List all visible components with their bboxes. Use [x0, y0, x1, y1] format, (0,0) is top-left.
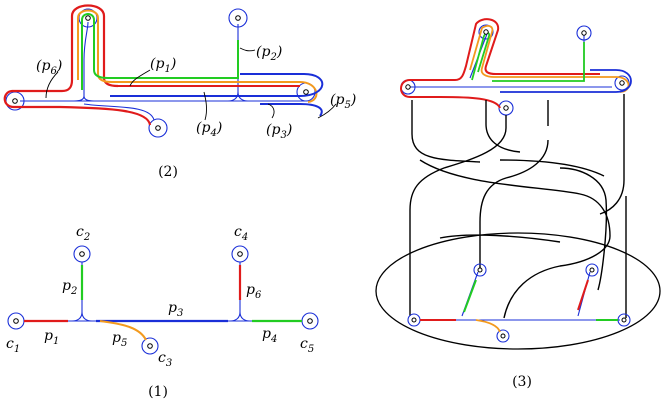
panel-3-top-blue — [500, 69, 632, 93]
panel-1-label-p3: p3 — [168, 300, 183, 319]
panel-3-top-punctures — [405, 29, 625, 111]
panel-1-label-p5: p5 — [112, 330, 127, 349]
panel-2-path-orange — [77, 9, 318, 103]
panel-1-punctures — [13, 251, 313, 349]
panel-2-label-p3: (p3) — [266, 122, 292, 141]
panel-2-label-p1: (p1) — [150, 56, 176, 75]
panel-1-label-c1: c1 — [6, 336, 20, 355]
panel-3-disk — [375, 232, 661, 350]
panel-2-punctures — [12, 15, 309, 131]
panel-1-label-p6: p6 — [246, 282, 262, 301]
panel-3-bottom-red-2 — [577, 279, 589, 311]
panel-2-caption: (2) — [158, 164, 178, 180]
panel-3-caption: (3) — [512, 374, 532, 390]
panel-3-bottom-green-1 — [463, 279, 477, 313]
panel-2-label-p6: (p6) — [36, 58, 62, 77]
panel-1-label-p4: p4 — [262, 326, 277, 345]
panel-2-path-green — [81, 13, 239, 90]
panel-1-caption: (1) — [148, 384, 168, 400]
panel-1-label-c3: c3 — [158, 350, 172, 369]
panel-1-label-c5: c5 — [300, 336, 314, 355]
panel-3-braid-strands — [409, 94, 627, 319]
panel-1-label-c2: c2 — [76, 224, 90, 243]
panel-1: c2 c4 c1 c3 c5 p1 p2 p3 p4 p5 p6 (1) — [6, 224, 319, 400]
panel-2: (p1) (p2) (p3) (p4) (p5) (p6) (2) — [3, 4, 356, 180]
panel-3-top-red — [400, 18, 600, 109]
panel-2-label-pointers — [45, 47, 337, 121]
panel-2-label-p5: (p5) — [330, 92, 356, 111]
panel-3-top-orange — [469, 25, 630, 93]
panel-1-label-c4: c4 — [234, 224, 248, 243]
panel-2-path-blue-outer — [110, 73, 324, 117]
panel-2-label-p2: (p2) — [256, 44, 282, 63]
panel-2-label-p4: (p4) — [196, 120, 222, 139]
panel-3: (3) — [375, 18, 661, 390]
panel-1-path-p5 — [99, 320, 147, 341]
panel-1-label-p2: p2 — [62, 278, 77, 297]
panel-3-bottom-orange — [475, 319, 501, 333]
panel-3-bottom-graph — [407, 263, 631, 343]
panel-3-bottom-punctures — [411, 267, 627, 339]
panel-1-label-p1: p1 — [44, 328, 59, 347]
